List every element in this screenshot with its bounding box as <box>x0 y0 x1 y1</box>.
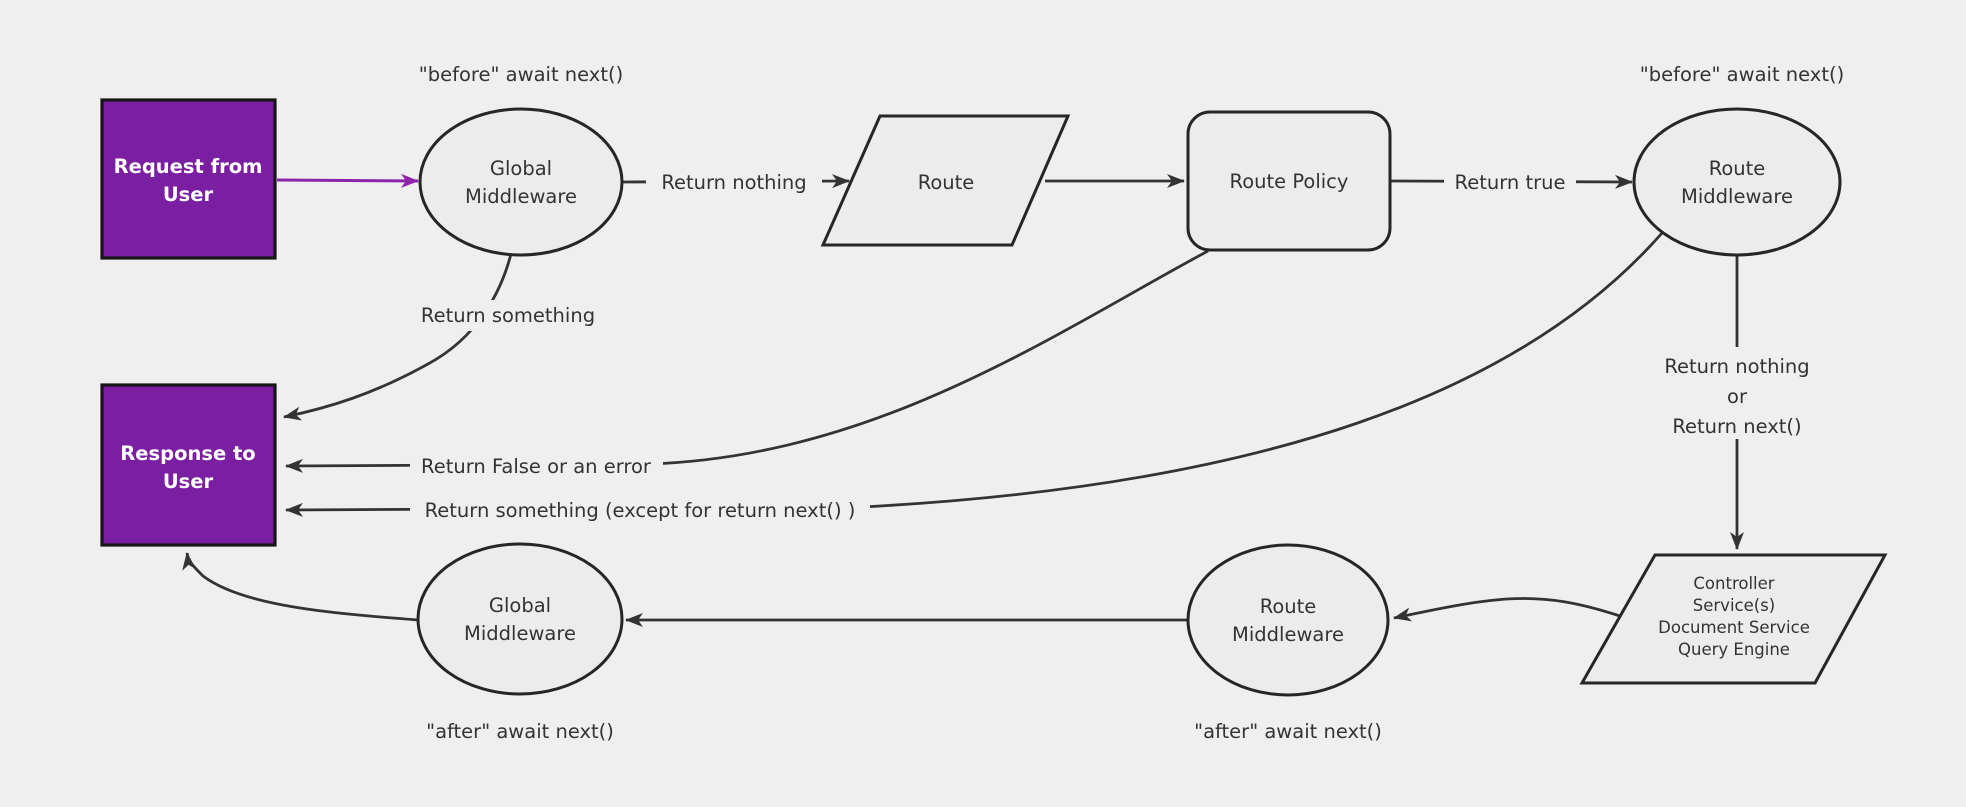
edge-label-text-line2: or <box>1727 385 1748 408</box>
edge-label-text-line1: Return nothing <box>1664 355 1809 378</box>
route-middleware-top-node: Route Middleware <box>1632 107 1842 257</box>
edge-label-text: Return true <box>1455 171 1566 194</box>
label-background <box>414 300 602 331</box>
edge-label-return-something: Return something <box>414 300 602 331</box>
edge-global-middleware-to-response <box>283 253 513 421</box>
edge-route-policy-to-response <box>285 249 1209 473</box>
route-label: Route <box>918 171 975 194</box>
edge-label-return-something-except: Return something (except for return next… <box>410 495 870 526</box>
response-node-label-line2: User <box>163 470 214 493</box>
controller-parallelogram <box>1579 553 1888 685</box>
controller-label-line1: Controller <box>1693 574 1774 593</box>
edge-label-text: Return nothing <box>661 171 806 194</box>
route-middleware-top-label-line1: Route <box>1709 157 1766 180</box>
controller-services-node: Controller Service(s) Document Service Q… <box>1579 553 1888 685</box>
route-policy-box <box>1186 110 1392 252</box>
route-policy-node: Route Policy <box>1186 110 1392 252</box>
global-middleware-top-label-line1: Global <box>490 157 552 180</box>
global-middleware-bottom-label-line1: Global <box>489 594 551 617</box>
route-node: Route <box>820 114 1071 247</box>
route-middleware-bottom-label-line2: Middleware <box>1232 623 1344 646</box>
request-node-label-line1: Request from <box>114 155 263 178</box>
response-to-user-box <box>100 383 277 547</box>
route-parallelogram <box>820 114 1071 247</box>
request-node-label-line2: User <box>163 183 214 206</box>
controller-label-line3: Document Service <box>1658 618 1810 637</box>
annotation-before-await-next-left: "before" await next() <box>419 63 623 86</box>
global-middleware-top-ellipse <box>418 107 624 257</box>
route-middleware-bottom-ellipse <box>1186 543 1390 697</box>
edge-label-return-nothing: Return nothing <box>646 166 822 197</box>
global-middleware-top-label-line2: Middleware <box>465 185 577 208</box>
edge-global-middleware-after-to-response <box>182 552 419 622</box>
controller-label-line2: Service(s) <box>1693 596 1775 615</box>
request-from-user-box <box>100 98 277 260</box>
global-middleware-top-node: Global Middleware <box>418 107 624 257</box>
edge-label-text: Return something (except for return next… <box>425 499 856 522</box>
label-background <box>410 495 870 526</box>
route-middleware-top-ellipse <box>1632 107 1842 257</box>
route-policy-label: Route Policy <box>1230 170 1349 193</box>
global-middleware-bottom-ellipse <box>416 542 624 696</box>
label-background <box>646 166 822 197</box>
response-to-user-node: Response to User <box>100 383 277 547</box>
edge-label-return-false: Return False or an error <box>410 451 663 482</box>
label-background <box>410 451 663 482</box>
response-node-label-line1: Response to <box>120 442 255 465</box>
request-from-user-node: Request from User <box>100 98 277 260</box>
annotation-after-await-next-left: "after" await next() <box>426 720 614 743</box>
edge-label-text-line3: Return next() <box>1672 415 1801 438</box>
edge-label-return-nothing-or-next: Return nothing or Return next() <box>1634 347 1840 439</box>
edge-label-return-true: Return true <box>1444 166 1576 197</box>
route-middleware-bottom-node: Route Middleware <box>1186 543 1390 697</box>
controller-label-line4: Query Engine <box>1678 640 1790 659</box>
route-middleware-top-label-line2: Middleware <box>1681 185 1793 208</box>
annotation-before-await-next-right: "before" await next() <box>1640 63 1844 86</box>
label-background <box>1634 347 1840 439</box>
edge-label-text: Return something <box>421 304 595 327</box>
route-middleware-bottom-label-line1: Route <box>1260 595 1317 618</box>
global-middleware-bottom-label-line2: Middleware <box>464 622 576 645</box>
edge-label-text: Return False or an error <box>421 455 652 478</box>
label-background <box>1444 166 1576 197</box>
global-middleware-bottom-node: Global Middleware <box>416 542 624 696</box>
edge-controller-to-route-middleware-after <box>1393 597 1621 622</box>
edge-request-to-global-middleware <box>276 173 419 188</box>
annotation-after-await-next-right: "after" await next() <box>1194 720 1382 743</box>
edge-route-middleware-to-response <box>285 232 1664 517</box>
